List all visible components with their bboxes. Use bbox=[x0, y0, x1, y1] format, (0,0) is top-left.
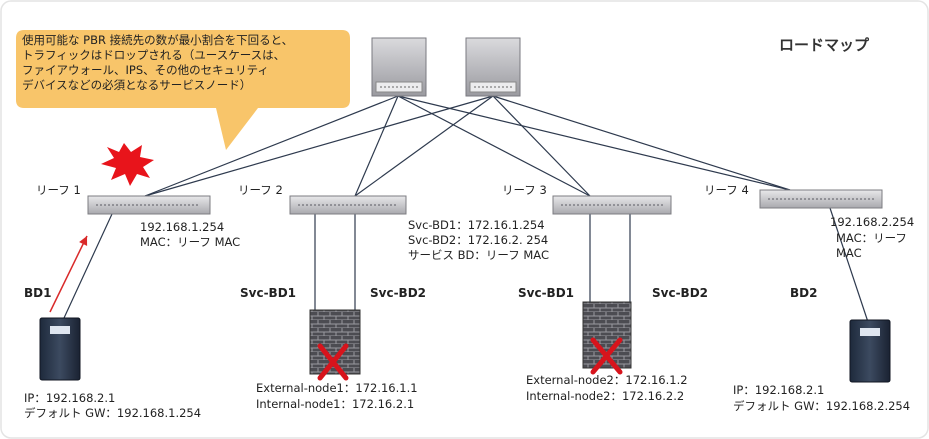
bd-label-svc-bd2-left: Svc-BD2 bbox=[370, 286, 427, 300]
callout-line: 使用可能な PBR 接続先の数が最小割合を下回ると、 bbox=[22, 33, 294, 47]
leaf-label-4: リーフ 4 bbox=[704, 183, 749, 197]
leaf1-mac: MAC：リーフ MAC bbox=[140, 235, 241, 249]
fabric-links bbox=[144, 95, 791, 197]
callout-text: 使用可能な PBR 接続先の数が最小割合を下回ると、 トラフィックはドロップされ… bbox=[22, 33, 340, 93]
leaf-switch-3 bbox=[552, 195, 672, 215]
leaf-label-3: リーフ 3 bbox=[502, 183, 547, 197]
cross-icon bbox=[317, 343, 349, 381]
callout-line: ファイアウォール、IPS、その他のセキュリティ bbox=[22, 63, 269, 77]
host2-ip: IP：192.168.2.1 bbox=[733, 383, 825, 397]
leaf3-service-bd: サービス BD：リーフ MAC bbox=[408, 248, 549, 262]
fw2-internal: Internal-node2：172.16.2.2 bbox=[526, 389, 685, 403]
callout-bubble bbox=[16, 30, 350, 150]
bd-label-svc-bd1-left: Svc-BD1 bbox=[240, 286, 297, 300]
spine-switch-2 bbox=[465, 37, 521, 97]
leaf-switch-2 bbox=[289, 195, 407, 215]
leaf3-svc-bd2: Svc-BD2：172.16.2. 254 bbox=[408, 233, 549, 247]
diagram-title: ロードマップ bbox=[779, 36, 870, 54]
fw2-external: External-node2：172.16.1.2 bbox=[526, 373, 688, 387]
bd-label-svc-bd1-right: Svc-BD1 bbox=[518, 286, 575, 300]
cross-icon bbox=[590, 337, 623, 375]
bd-label-svc-bd2-right: Svc-BD2 bbox=[652, 286, 709, 300]
bd-label-bd1: BD1 bbox=[24, 286, 52, 300]
explosion-icon bbox=[101, 143, 154, 186]
leaf1-ip: 192.168.1.254 bbox=[140, 220, 225, 234]
bd-label-bd2: BD2 bbox=[790, 286, 818, 300]
leaf4-mac: MAC：リーフ bbox=[836, 231, 907, 245]
leaf3-svc-bd1: Svc-BD1：172.16.1.254 bbox=[408, 218, 545, 232]
leaf-switch-1 bbox=[87, 195, 211, 215]
leaf-switch-4 bbox=[759, 189, 883, 209]
leaf-label-2: リーフ 2 bbox=[238, 183, 283, 197]
access-links bbox=[63, 207, 869, 323]
server-host-2 bbox=[849, 319, 891, 383]
callout-line: トラフィックはドロップされる（ユースケースは、 bbox=[22, 48, 286, 62]
leaf-label-1: リーフ 1 bbox=[36, 183, 81, 197]
leaf4-ip: 192.168.2.254 bbox=[830, 215, 915, 229]
server-host-1 bbox=[39, 317, 81, 381]
traffic-arrow bbox=[49, 235, 88, 313]
leaf4-mac-2: MAC bbox=[836, 246, 862, 260]
fw1-internal: Internal-node1：172.16.2.1 bbox=[256, 397, 415, 411]
spine-switch-1 bbox=[371, 37, 427, 97]
host2-gw: デフォルト GW：192.168.2.254 bbox=[733, 399, 911, 413]
host1-ip: IP：192.168.2.1 bbox=[24, 391, 116, 405]
callout-line: デバイスなどの必須となるサービスノード） bbox=[22, 78, 252, 92]
host1-gw: デフォルト GW：192.168.1.254 bbox=[24, 406, 202, 420]
fw1-external: External-node1：172.16.1.1 bbox=[256, 381, 418, 395]
